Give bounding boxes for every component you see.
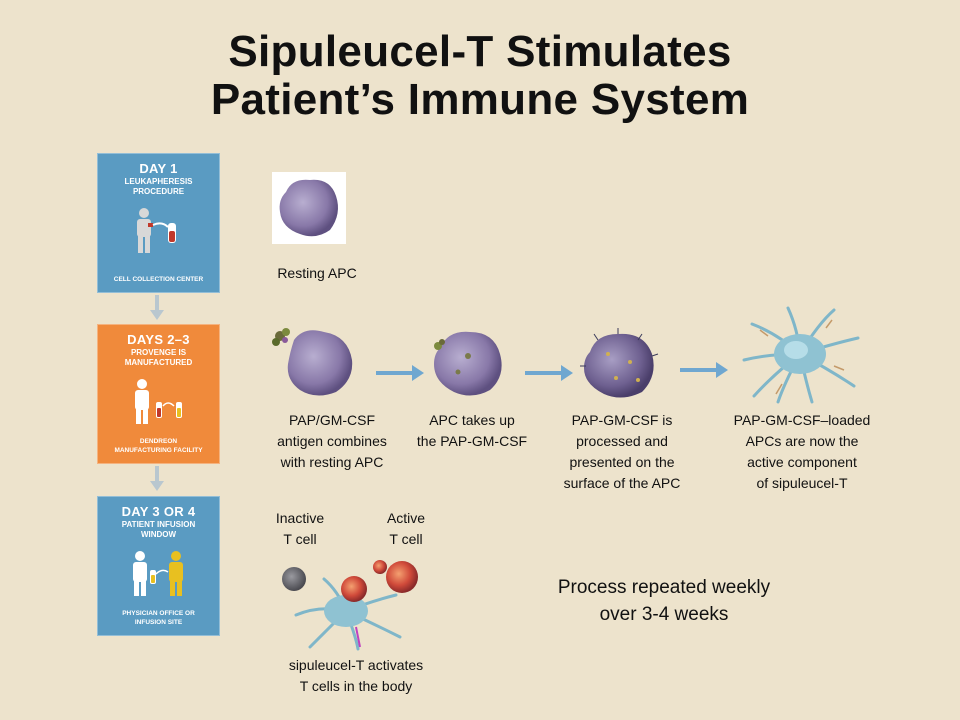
step-location: PHYSICIAN OFFICE OR INFUSION SITE	[122, 610, 195, 626]
step-subtitle: LEUKAPHERESIS PROCEDURE	[124, 177, 193, 196]
caption-line: T cell	[389, 531, 423, 547]
caption-loaded: PAP-GM-CSF–loaded APCs are now the activ…	[716, 410, 888, 494]
note-line: over 3-4 weeks	[599, 604, 729, 625]
caption-resting-apc: Resting APC	[277, 265, 357, 281]
caption-line: APCs are now the	[745, 433, 859, 449]
caption-line: the PAP-GM-CSF	[416, 433, 528, 449]
caption-activates: sipuleucel-T activates T cells in the bo…	[266, 655, 446, 697]
caption-line: sipuleucel-T activates	[288, 657, 424, 673]
right-arrow-icon	[680, 362, 728, 378]
lab-technician-icon	[135, 379, 182, 424]
patient-donation-icon	[137, 208, 176, 253]
caption-line: T cells in the body	[299, 678, 413, 694]
step-subtitle: PATIENT INFUSION WINDOW	[121, 520, 196, 539]
caption-line: antigen combines	[277, 433, 387, 449]
step-location: DENDREON MANUFACTURING FACILITY	[114, 438, 203, 454]
down-arrow-icon	[150, 466, 164, 491]
caption-line: with resting APC	[280, 454, 384, 470]
down-arrow-icon	[150, 295, 164, 320]
step-card-day-3-or-4: DAY 3 OR 4 PATIENT INFUSION WINDOW PHYSI…	[97, 496, 220, 636]
caption-line: Active	[386, 510, 426, 526]
step-day-label: DAY 1	[139, 161, 178, 176]
caption-line: surface of the APC	[563, 475, 681, 491]
caption-line: active component	[747, 454, 857, 470]
caption-line: of sipuleucel-T	[756, 475, 848, 491]
t-cell-activation-image	[282, 560, 418, 651]
resting-apc-image	[272, 172, 346, 244]
caption-line: PAP/GM-CSF	[288, 412, 376, 428]
caption-takes-up: APC takes up the PAP-GM-CSF	[402, 410, 542, 452]
physician-infusion-icon	[133, 551, 183, 596]
caption-active-t-cell: Active T cell	[370, 508, 442, 550]
caption-line: APC takes up	[429, 412, 515, 428]
dendritic-cell-icon	[742, 306, 860, 404]
caption-line: Inactive	[275, 510, 325, 526]
caption-inactive-t-cell: Inactive T cell	[264, 508, 336, 550]
caption-processed: PAP-GM-CSF is processed and presented on…	[546, 410, 698, 494]
step-day-label: DAY 3 OR 4	[121, 504, 196, 519]
step-day-label: DAYS 2–3	[127, 332, 190, 347]
note-line: Process repeated weekly	[557, 577, 771, 598]
step-card-day-1: DAY 1 LEUKAPHERESIS PROCEDURE CELL COLLE…	[97, 153, 220, 293]
apc-cell-icon	[279, 179, 338, 237]
right-arrow-icon	[376, 365, 424, 381]
caption-line: presented on the	[569, 454, 675, 470]
process-note: Process repeated weekly over 3-4 weeks	[518, 574, 810, 628]
apc-presenting-icon	[580, 328, 659, 398]
caption-line: PAP-GM-CSF–loaded	[733, 412, 871, 428]
title-line-1: Sipuleucel-T Stimulates	[228, 27, 732, 76]
title-line-2: Patient’s Immune System	[210, 75, 750, 124]
apc-with-antigen-icon	[272, 328, 353, 396]
caption-line: PAP-GM-CSF is	[571, 412, 673, 428]
caption-combine: PAP/GM-CSF antigen combines with resting…	[258, 410, 406, 473]
caption-line: T cell	[283, 531, 317, 547]
step-card-days-2-3: DAYS 2–3 PROVENGE IS MANUFACTURED DENDRE…	[97, 324, 220, 464]
step-location: CELL COLLECTION CENTER	[113, 276, 204, 283]
apc-uptake-icon	[434, 331, 502, 396]
caption-line: processed and	[576, 433, 668, 449]
right-arrow-icon	[525, 365, 573, 381]
step-subtitle: PROVENGE IS MANUFACTURED	[124, 348, 193, 367]
